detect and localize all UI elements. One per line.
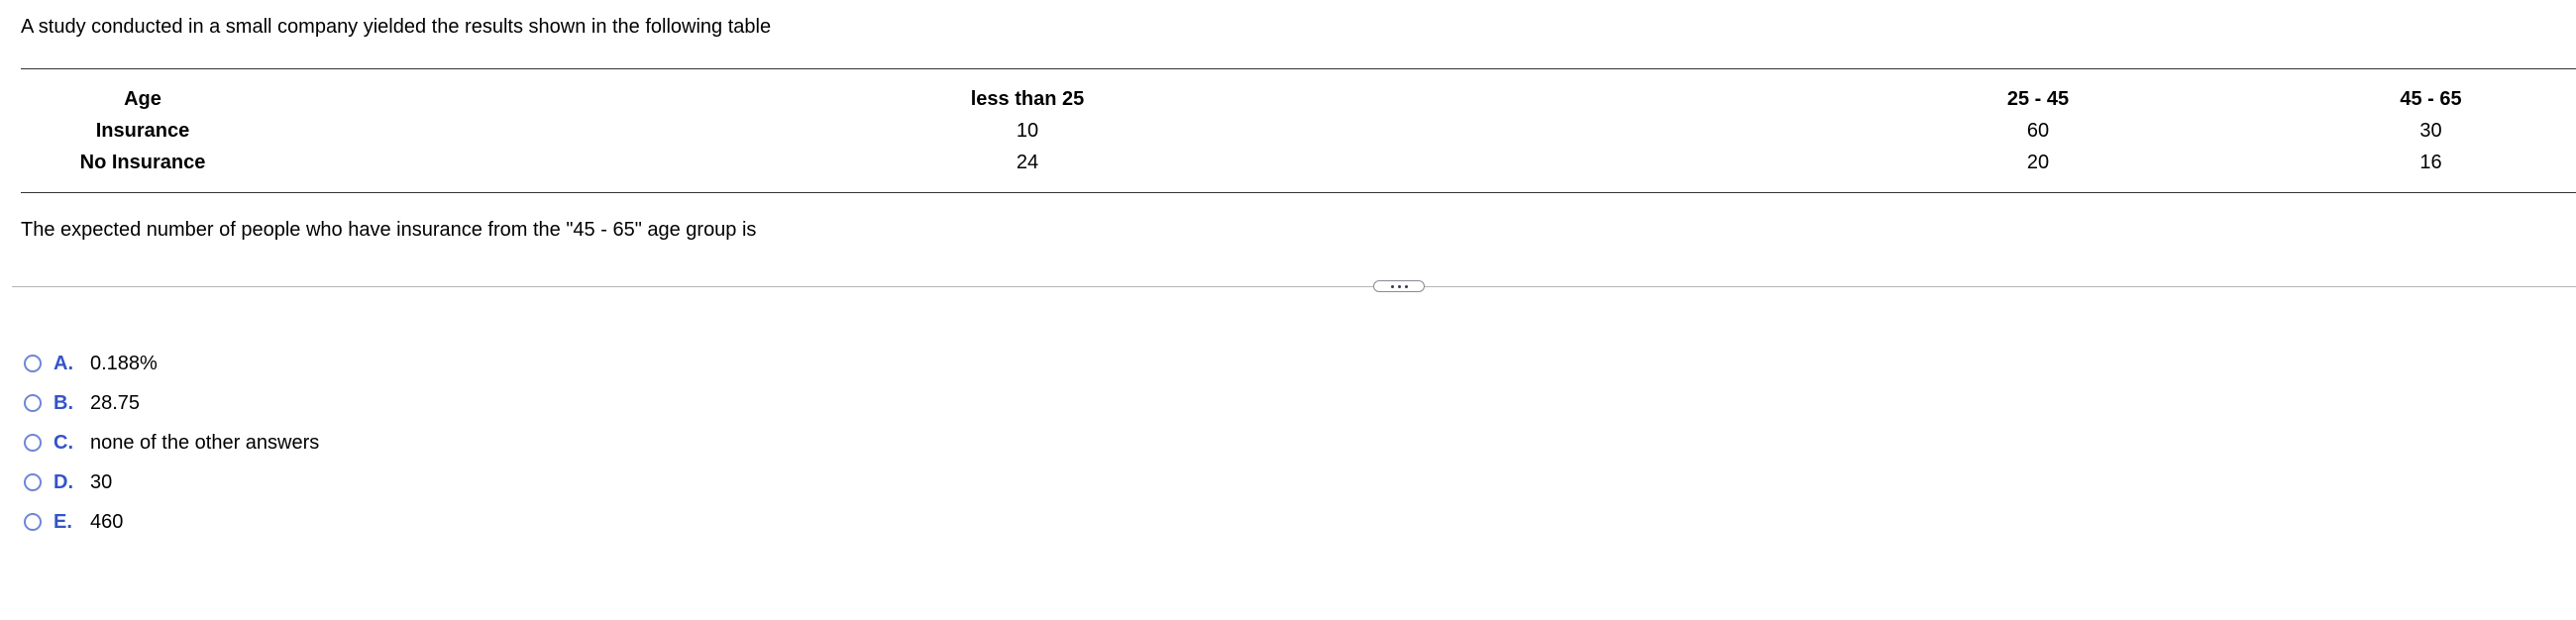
table-header-cell: 45 - 65 [2400, 87, 2462, 110]
radio-button[interactable] [24, 513, 42, 531]
table-cell: 10 [1016, 119, 1039, 142]
option-text: 30 [90, 470, 113, 493]
radio-button[interactable] [24, 473, 42, 491]
table-row: Insurance 10 60 30 [21, 115, 2576, 147]
table-cell: 30 [2419, 119, 2442, 142]
radio-button[interactable] [24, 355, 42, 372]
section-divider [12, 286, 2576, 287]
row-label: No Insurance [79, 151, 206, 173]
intro-text: A study conducted in a small company yie… [21, 16, 772, 38]
row-label: Insurance [95, 119, 190, 142]
table-cell: 60 [2026, 119, 2050, 142]
option-letter: C. [54, 431, 73, 454]
option-letter: B. [54, 391, 73, 414]
ellipsis-icon [1390, 284, 1408, 288]
option-d[interactable]: D. 30 [24, 463, 319, 502]
insurance-table: Age less than 25 25 - 45 45 - 65 Insuran… [21, 83, 2576, 178]
table-header-row: Age less than 25 25 - 45 45 - 65 [21, 83, 2576, 115]
option-letter: D. [54, 470, 73, 493]
answer-options: A. 0.188% B. 28.75 C. none of the other … [24, 344, 319, 542]
table-row: No Insurance 24 20 16 [21, 147, 2576, 178]
table-cell: 24 [1016, 151, 1039, 173]
option-letter: E. [54, 510, 72, 533]
option-a[interactable]: A. 0.188% [24, 344, 319, 383]
option-text: 28.75 [90, 391, 141, 414]
expand-button[interactable] [1373, 280, 1425, 292]
table-header-cell: 25 - 45 [2006, 87, 2070, 110]
table-cell: 16 [2419, 151, 2442, 173]
option-text: 460 [90, 510, 124, 533]
data-table: Age less than 25 25 - 45 45 - 65 Insuran… [21, 68, 2576, 193]
table-cell: 20 [2026, 151, 2050, 173]
option-c[interactable]: C. none of the other answers [24, 423, 319, 463]
table-header-cell: Age [124, 87, 161, 110]
option-text: none of the other answers [90, 431, 320, 454]
option-text: 0.188% [90, 352, 158, 374]
option-b[interactable]: B. 28.75 [24, 383, 319, 423]
question-text: The expected number of people who have i… [21, 219, 757, 241]
radio-button[interactable] [24, 394, 42, 412]
option-e[interactable]: E. 460 [24, 502, 319, 542]
option-letter: A. [54, 352, 73, 374]
radio-button[interactable] [24, 434, 42, 452]
table-header-cell: less than 25 [970, 87, 1085, 110]
